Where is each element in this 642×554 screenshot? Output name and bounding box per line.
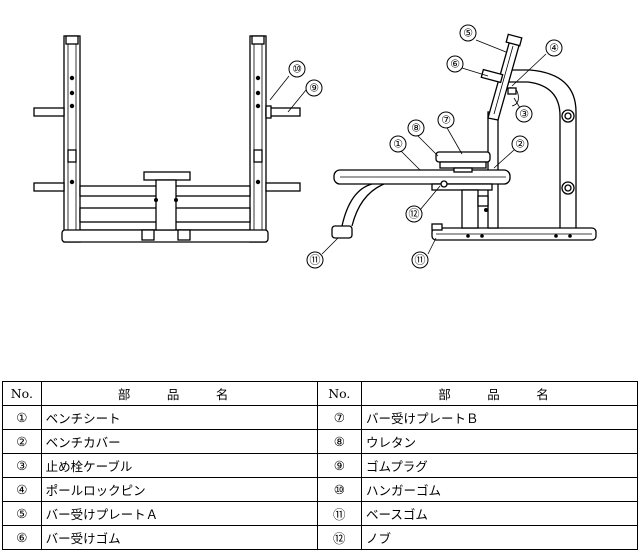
svg-text:③: ③ xyxy=(519,108,529,121)
bench-diagram: ⑨ ⑩ ⑤ ④ ⑥ ③ ⑦ ⑧ ① ② ⑫ ⑪ ⑪ xyxy=(33,24,597,269)
callout-10: ⑩ xyxy=(288,60,306,78)
left-upright xyxy=(63,35,81,243)
part-no: ⑨ xyxy=(316,453,362,478)
svg-text:⑨: ⑨ xyxy=(309,82,319,95)
part-name: バー受けプレートＡ xyxy=(40,501,318,526)
part-no: ⑫ xyxy=(316,525,362,550)
table-row: ⑥ バー受けゴム ⑫ ノブ xyxy=(2,525,639,550)
table-row: ⑤ バー受けプレートＡ ⑪ ベースゴム xyxy=(2,501,639,526)
side-front-leg xyxy=(341,183,373,227)
part-name: ハンガーゴム xyxy=(360,477,639,502)
part-name: ベンチシート xyxy=(40,405,318,430)
svg-text:②: ② xyxy=(515,138,525,151)
callout-6: ⑥ xyxy=(446,55,464,73)
part-no: ⑧ xyxy=(316,429,362,454)
callout-8: ⑧ xyxy=(407,119,425,137)
svg-text:⑧: ⑧ xyxy=(411,122,421,135)
part-name: ポールロックピン xyxy=(40,477,318,502)
part-name: バー受けプレートＢ xyxy=(360,405,639,430)
svg-text:⑪: ⑪ xyxy=(415,254,426,267)
svg-text:④: ④ xyxy=(549,42,559,55)
header-name-left: 部 品 名 xyxy=(40,381,318,406)
right-upright xyxy=(249,35,267,243)
svg-text:⑥: ⑥ xyxy=(450,58,460,71)
callout-11-front: ⑪ xyxy=(306,251,324,269)
side-upper-pad xyxy=(435,151,491,163)
left-upper-hook xyxy=(33,107,65,117)
part-name: バー受けゴム xyxy=(40,525,318,550)
side-rear-frame xyxy=(508,81,561,228)
callout-7: ⑦ xyxy=(437,111,455,129)
part-name: ノブ xyxy=(360,525,639,550)
svg-text:⑫: ⑫ xyxy=(409,208,420,221)
part-no: ③ xyxy=(2,453,42,478)
part-name: ベンチカバー xyxy=(40,429,318,454)
parts-table: No. 部 品 名 No. 部 品 名 ① ベンチシート ⑦ バー受けプレートＢ… xyxy=(2,381,639,550)
callout-4: ④ xyxy=(545,39,563,57)
part-no: ① xyxy=(2,405,42,430)
bar-holder-plate-a xyxy=(480,33,523,121)
table-row: ④ ポールロックピン ⑩ ハンガーゴム xyxy=(2,477,639,502)
callout-2: ② xyxy=(511,135,529,153)
svg-text:⑩: ⑩ xyxy=(292,63,302,76)
callout-5: ⑤ xyxy=(459,24,477,42)
svg-text:⑪: ⑪ xyxy=(310,254,321,267)
part-no: ⑤ xyxy=(2,501,42,526)
callout-3: ③ xyxy=(515,105,533,123)
table-row: ② ベンチカバー ⑧ ウレタン xyxy=(2,429,639,454)
table-header-row: No. 部 品 名 No. 部 品 名 xyxy=(2,381,639,406)
right-lower-hook xyxy=(265,182,301,192)
header-no-right: No. xyxy=(316,381,362,406)
part-no: ⑩ xyxy=(316,477,362,502)
callout-12: ⑫ xyxy=(405,205,423,223)
part-name: ベースゴム xyxy=(360,501,639,526)
header-no-left: No. xyxy=(2,381,42,406)
callout-11-side: ⑪ xyxy=(411,251,429,269)
part-name: ウレタン xyxy=(360,429,639,454)
part-no: ⑥ xyxy=(2,525,42,550)
svg-text:⑤: ⑤ xyxy=(463,27,473,40)
table-row: ① ベンチシート ⑦ バー受けプレートＢ xyxy=(2,405,639,430)
svg-text:⑦: ⑦ xyxy=(441,114,451,127)
part-name: 止め栓ケーブル xyxy=(40,453,318,478)
part-no: ② xyxy=(2,429,42,454)
leader-lines xyxy=(269,39,547,255)
left-lower-hook xyxy=(33,182,65,192)
front-view xyxy=(33,35,301,243)
callout-9: ⑨ xyxy=(305,79,323,97)
part-no: ⑪ xyxy=(316,501,362,526)
table-row: ③ 止め栓ケーブル ⑨ ゴムプラグ xyxy=(2,453,639,478)
header-name-right: 部 品 名 xyxy=(360,381,639,406)
callout-1: ① xyxy=(389,135,407,153)
side-view xyxy=(331,33,597,241)
front-seat-top xyxy=(143,171,191,181)
part-no: ④ xyxy=(2,477,42,502)
part-name: ゴムプラグ xyxy=(360,453,639,478)
svg-text:①: ① xyxy=(393,138,403,151)
part-no: ⑦ xyxy=(316,405,362,430)
